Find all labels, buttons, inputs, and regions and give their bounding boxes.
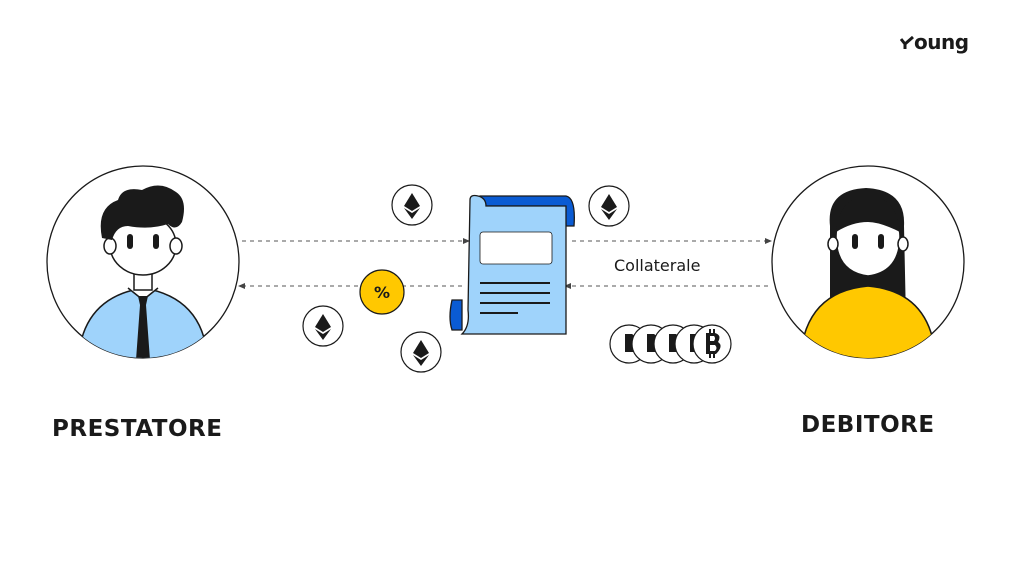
ethereum-icon	[391, 184, 433, 226]
contract-scroll-icon	[449, 194, 575, 335]
check-mark-icon	[899, 35, 914, 49]
interest-coin: %	[359, 269, 405, 315]
bitcoin-icon	[692, 324, 732, 364]
flow-arrows	[242, 240, 768, 287]
ethereum-icon	[302, 305, 344, 347]
ethereum-icon	[588, 185, 630, 227]
ethereum-icon	[400, 331, 442, 373]
bitcoin-stack	[609, 324, 732, 364]
young-logo: oung	[899, 30, 969, 54]
logo-text: oung	[914, 30, 969, 54]
arrow-heads	[238, 238, 772, 289]
borrower-avatar	[771, 165, 965, 359]
lender-label: PRESTATORE	[52, 416, 223, 442]
borrower-label: DEBITORE	[801, 412, 935, 438]
interest-symbol: %	[374, 283, 390, 302]
collateral-label: Collaterale	[614, 256, 701, 275]
lender-avatar	[46, 165, 240, 359]
